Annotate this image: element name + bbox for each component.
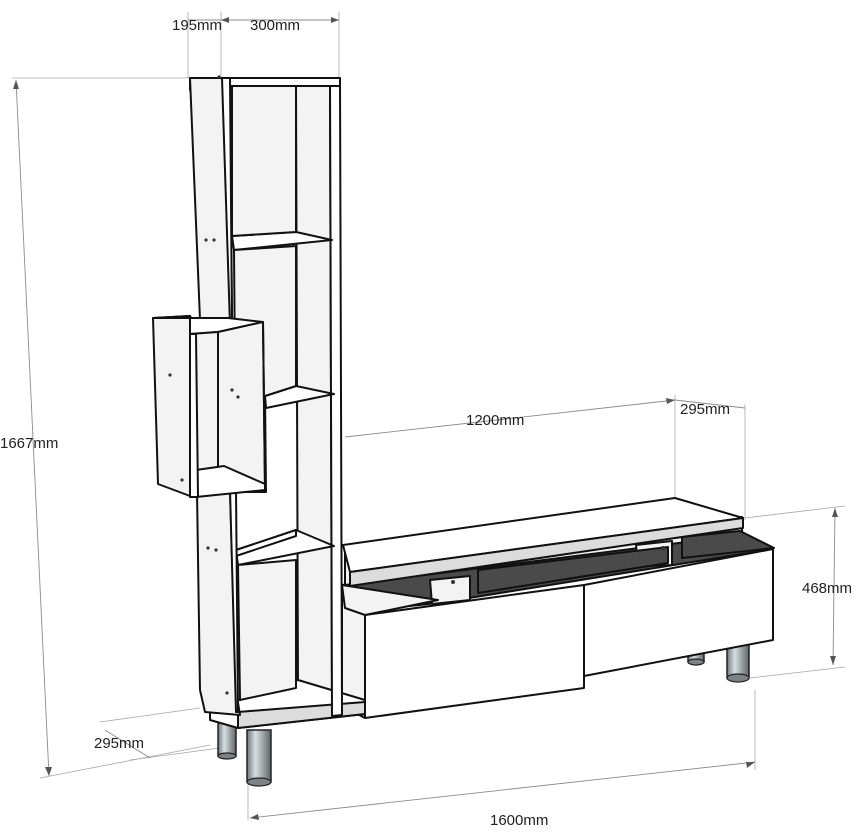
label-width-total: 1600mm — [490, 812, 548, 829]
label-width-top: 300mm — [250, 17, 300, 34]
tv-unit — [341, 497, 775, 719]
dimension-labels: 195mm 300mm 1667mm 1200mm 295mm 468mm 29… — [0, 17, 852, 829]
drawer-right — [583, 548, 774, 677]
dimension-lines — [12, 12, 846, 820]
label-depth-top: 195mm — [172, 17, 222, 34]
label-depth-tv-top: 295mm — [680, 401, 730, 418]
leg-front-center — [246, 729, 272, 783]
label-depth-bottom: 295mm — [94, 735, 144, 752]
screw-dots — [168, 75, 240, 695]
side-cube — [152, 315, 266, 498]
label-height-total: 1667mm — [0, 435, 58, 452]
label-height-tv: 468mm — [802, 580, 852, 597]
label-width-tv: 1200mm — [466, 412, 524, 429]
drawer-left — [364, 584, 585, 719]
